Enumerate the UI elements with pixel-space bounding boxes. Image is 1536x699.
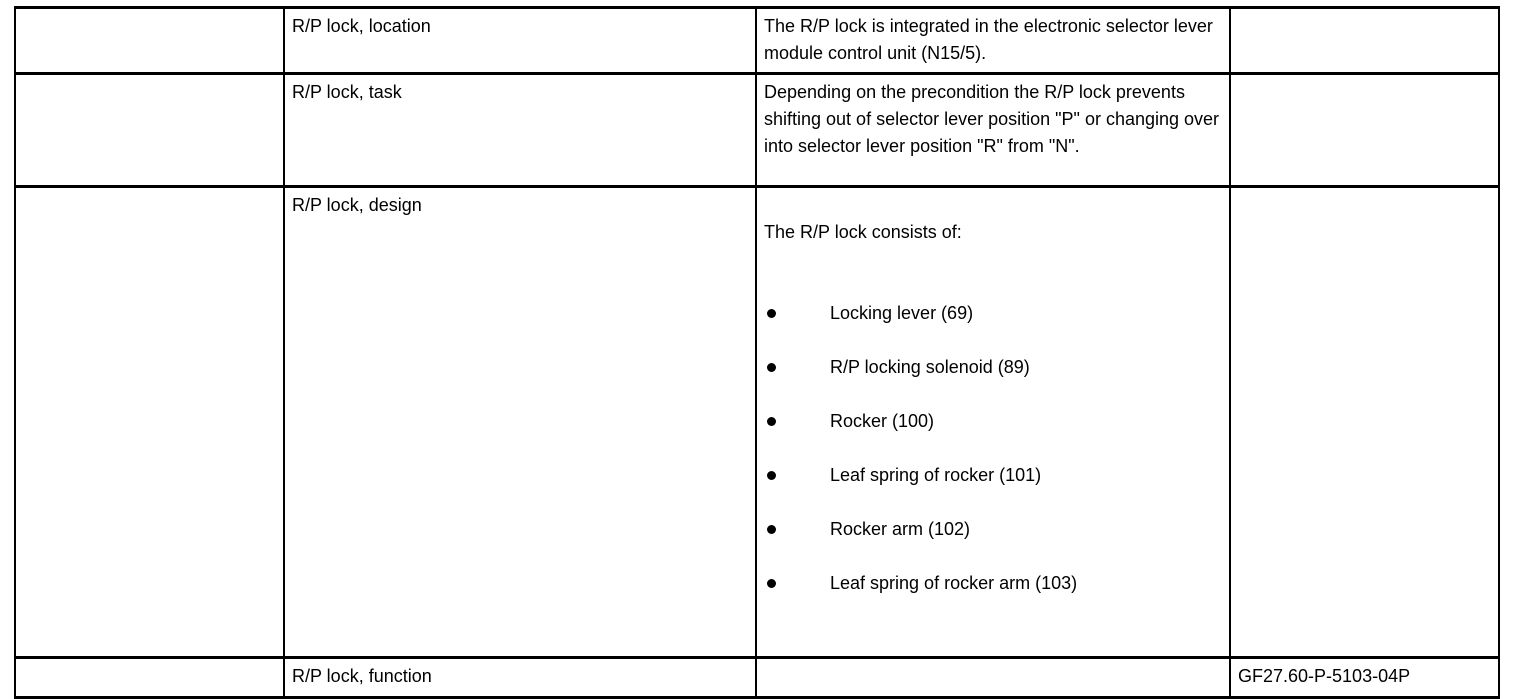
table-cell-reference: GF27.60-P-5103-04P [1229, 656, 1500, 699]
row-label-function: R/P lock, function [292, 666, 432, 686]
list-item-label: Locking lever (69) [830, 303, 974, 323]
table-cell-spacer [14, 72, 285, 188]
document-page: R/P lock, location The R/P lock is integ… [14, 6, 1500, 699]
empty-cell-content [16, 9, 283, 56]
list-item: R/P locking solenoid (89) [764, 354, 1222, 381]
row-description-design: The R/P lock consists of: Locking lever … [757, 188, 1229, 656]
table-cell-label: R/P lock, function [283, 656, 757, 699]
bullet-icon [767, 471, 776, 480]
list-item: Rocker (100) [764, 408, 1222, 435]
row-label-location: R/P lock, location [292, 16, 431, 36]
list-item: Leaf spring of rocker (101) [764, 462, 1222, 489]
bullet-icon [767, 309, 776, 318]
table-cell-reference [1229, 72, 1500, 188]
design-lead-text: The R/P lock consists of: [764, 222, 962, 242]
empty-cell-content [16, 659, 283, 687]
table-row: R/P lock, function GF27.60-P-5103-04P [14, 656, 1500, 699]
bullet-icon [767, 363, 776, 372]
list-item: Rocker arm (102) [764, 516, 1222, 543]
table-cell-label: R/P lock, location [283, 6, 757, 75]
table-cell-description: The R/P lock is integrated in the electr… [755, 6, 1231, 75]
list-item-label: Leaf spring of rocker (101) [830, 465, 1042, 485]
table-cell-spacer [14, 656, 285, 699]
row-description-task: Depending on the precondition the R/P lo… [764, 82, 1220, 156]
list-item-label: Rocker (100) [830, 411, 935, 431]
table-cell-label: R/P lock, task [283, 72, 757, 188]
table-cell-description [755, 656, 1231, 699]
table-row: R/P lock, location The R/P lock is integ… [14, 6, 1500, 75]
bullet-icon [767, 579, 776, 588]
bullet-icon [767, 525, 776, 534]
bullet-icon [767, 417, 776, 426]
table-cell-description: The R/P lock consists of: Locking lever … [755, 185, 1231, 659]
row-label-task: R/P lock, task [292, 82, 402, 102]
table-cell-label: R/P lock, design [283, 185, 757, 659]
table-cell-reference [1229, 185, 1500, 659]
row-reference-location [1231, 9, 1498, 65]
specification-table: R/P lock, location The R/P lock is integ… [14, 6, 1500, 699]
row-reference-function: GF27.60-P-5103-04P [1238, 666, 1411, 686]
table-row: R/P lock, task Depending on the precondi… [14, 72, 1500, 188]
component-list: Locking lever (69) R/P locking solenoid … [764, 273, 1222, 624]
list-item: Locking lever (69) [764, 300, 1222, 327]
list-item-label: Rocker arm (102) [830, 519, 971, 539]
row-reference-task [1231, 75, 1498, 185]
empty-cell-content [16, 188, 283, 364]
table-cell-spacer [14, 6, 285, 75]
list-item: Leaf spring of rocker arm (103) [764, 570, 1222, 597]
empty-cell-content [16, 75, 283, 176]
row-description-function [757, 659, 1229, 696]
table-row: R/P lock, design The R/P lock consists o… [14, 185, 1500, 659]
table-cell-description: Depending on the precondition the R/P lo… [755, 72, 1231, 188]
row-label-design: R/P lock, design [292, 195, 422, 215]
list-item-label: Leaf spring of rocker arm (103) [830, 573, 1078, 593]
table-cell-reference [1229, 6, 1500, 75]
row-description-location: The R/P lock is integrated in the electr… [764, 16, 1213, 63]
row-reference-design [1231, 188, 1498, 373]
table-cell-spacer [14, 185, 285, 659]
list-item-label: R/P locking solenoid (89) [830, 357, 1030, 377]
